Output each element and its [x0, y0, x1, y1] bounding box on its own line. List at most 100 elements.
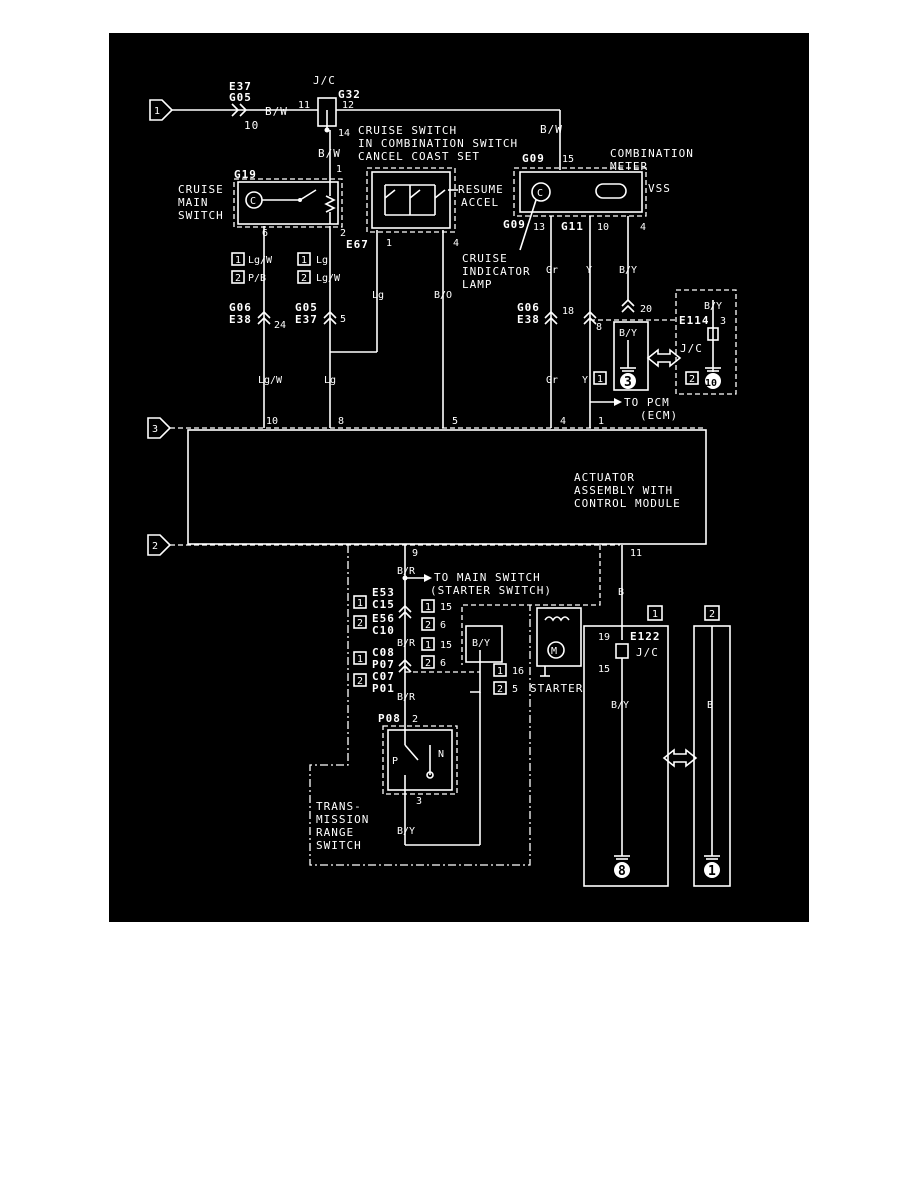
s-pin-6b: 6 [440, 658, 446, 669]
variant-2-c: 2 [689, 374, 695, 385]
pin-20-label: 20 [640, 304, 652, 315]
wire-lg-a: Lg [316, 255, 328, 266]
s-pin-5: 5 [512, 684, 518, 695]
range-pin-2: 2 [412, 714, 418, 725]
e56-label: E56 [372, 612, 395, 625]
pin-18-label: 18 [562, 306, 574, 317]
cm-pin-13: 13 [533, 222, 545, 233]
e37-label: E37 [229, 80, 252, 93]
act-pin-11: 11 [630, 548, 642, 559]
lower-wiring: B/R TO MAIN SWITCH (STARTER SWITCH) 1 E5… [309, 545, 601, 866]
input-arrow-3: 3 [147, 417, 172, 439]
g05-label: G05 [229, 91, 252, 104]
wire-br-2: B/R [397, 638, 416, 649]
double-arrow-bottom [662, 748, 698, 768]
diagram-background [109, 33, 809, 922]
cs-pin-4: 4 [453, 238, 459, 249]
variant-1-e: 1 [425, 602, 431, 613]
e53-label: E53 [372, 586, 395, 599]
wire-b-e122: B [618, 587, 624, 598]
c15-label: C15 [372, 598, 395, 611]
resume-label: RESUME [458, 183, 504, 196]
variant-2-f: 2 [425, 658, 431, 669]
ground-1-number: 1 [708, 864, 716, 879]
comb-meter-label-2: METER [610, 160, 648, 173]
top-bw-wire: E37 G05 10 B/W J/C G32 11 12 14 B/W B/W [172, 74, 562, 182]
main-pin-2: 2 [340, 228, 346, 239]
indicator-label-2: INDICATOR [462, 265, 531, 278]
main-pin-6: 6 [262, 228, 268, 239]
indicator-label-1: CRUISE [462, 252, 508, 265]
s-pin-15: 15 [440, 602, 452, 613]
wire-by-1: B/Y [619, 265, 637, 276]
variant-2-d: 2 [357, 618, 363, 629]
variant-2-a: 2 [235, 273, 241, 284]
arrow-3-label: 3 [152, 424, 158, 435]
input-arrow-2: 2 [147, 534, 172, 556]
s-pin-15b: 15 [440, 640, 452, 651]
pin-12-label: 12 [342, 100, 354, 111]
cruise-main-label-1: CRUISE [178, 183, 224, 196]
p07-label: P07 [372, 658, 395, 671]
trs-label-3: RANGE [316, 826, 354, 839]
e38-b-label: E38 [517, 313, 540, 326]
indicator-c-glyph: C [537, 188, 543, 199]
pin-24-label: 24 [274, 320, 286, 331]
indicator-label-3: LAMP [462, 278, 493, 291]
actuator-label-3: CONTROL MODULE [574, 497, 681, 510]
variant-1-b: 1 [301, 255, 307, 266]
g05-b-label: G05 [295, 301, 318, 314]
actuator-label-1: ACTUATOR [574, 471, 635, 484]
variant-1-h: 1 [497, 666, 503, 677]
range-pin-3: 3 [416, 796, 422, 807]
ground-10-number: 10 [705, 378, 717, 389]
cruise-switch: CRUISE SWITCH IN COMBINATION SWITCH CANC… [346, 124, 517, 251]
actuator-assembly: 10 8 5 4 1 ACTUATOR ASSEMBLY WITH CONTRO… [170, 416, 707, 559]
variant-1-d: 1 [357, 598, 363, 609]
cruise-main-label-3: SWITCH [178, 209, 224, 222]
g09-b-label: G09 [503, 218, 526, 231]
wire-bo: B/O [434, 290, 452, 301]
wire-by-r: B/Y [397, 826, 415, 837]
wire-by-e: B/Y [619, 328, 637, 339]
wire-br-3: B/R [397, 692, 416, 703]
cm-pin-15: 15 [562, 154, 574, 165]
c07-label: C07 [372, 670, 395, 683]
wire-lgw-b: Lg/W [316, 273, 341, 284]
wire-by-out: B/Y [611, 700, 629, 711]
variant-2-e: 2 [425, 620, 431, 631]
wire-br-1: B/R [397, 566, 416, 577]
range-n-label: N [438, 749, 444, 760]
g11-label: G11 [561, 220, 584, 233]
wire-lgw-c: Lg/W [258, 375, 283, 386]
trs-label-1: TRANS- [316, 800, 362, 813]
e122-label: E122 [630, 630, 661, 643]
act-pin-1: 1 [598, 416, 604, 427]
to-main-switch-label: TO MAIN SWITCH [434, 571, 541, 584]
starter-switch-label: (STARTER SWITCH) [430, 584, 552, 597]
actuator-label-2: ASSEMBLY WITH [574, 484, 673, 497]
c08-label: C08 [372, 646, 395, 659]
comb-meter-label-1: COMBINATION [610, 147, 694, 160]
cruise-switch-label-3: CANCEL COAST SET [358, 150, 480, 163]
right-variant-1: B 1 19 E122 J/C 15 B/Y 8 [583, 545, 669, 887]
arrow-1-label: 1 [154, 106, 160, 117]
variant-1-y: 1 [597, 374, 603, 385]
g19-label: G19 [234, 168, 257, 181]
wire-gr-1: Gr [546, 265, 558, 276]
jc-b-label: J/C [680, 342, 703, 355]
jc-pin-15: 15 [598, 664, 610, 675]
cruise-main-switch: CRUISE MAIN SWITCH G19 C 1 6 2 [178, 164, 346, 239]
lamp-c-glyph: C [250, 196, 256, 207]
wire-bw-1: B/W [265, 105, 288, 118]
wire-lg-c: Lg [324, 375, 336, 386]
starter-label: STARTER [530, 682, 583, 695]
p01-label: P01 [372, 682, 395, 695]
g09-a-label: G09 [522, 152, 545, 165]
g32-label: G32 [338, 88, 361, 101]
wire-y-1: Y [586, 265, 592, 276]
g06-b-label: G06 [517, 301, 540, 314]
trs-label-2: MISSION [316, 813, 369, 826]
wire-b-right: B [707, 700, 713, 711]
